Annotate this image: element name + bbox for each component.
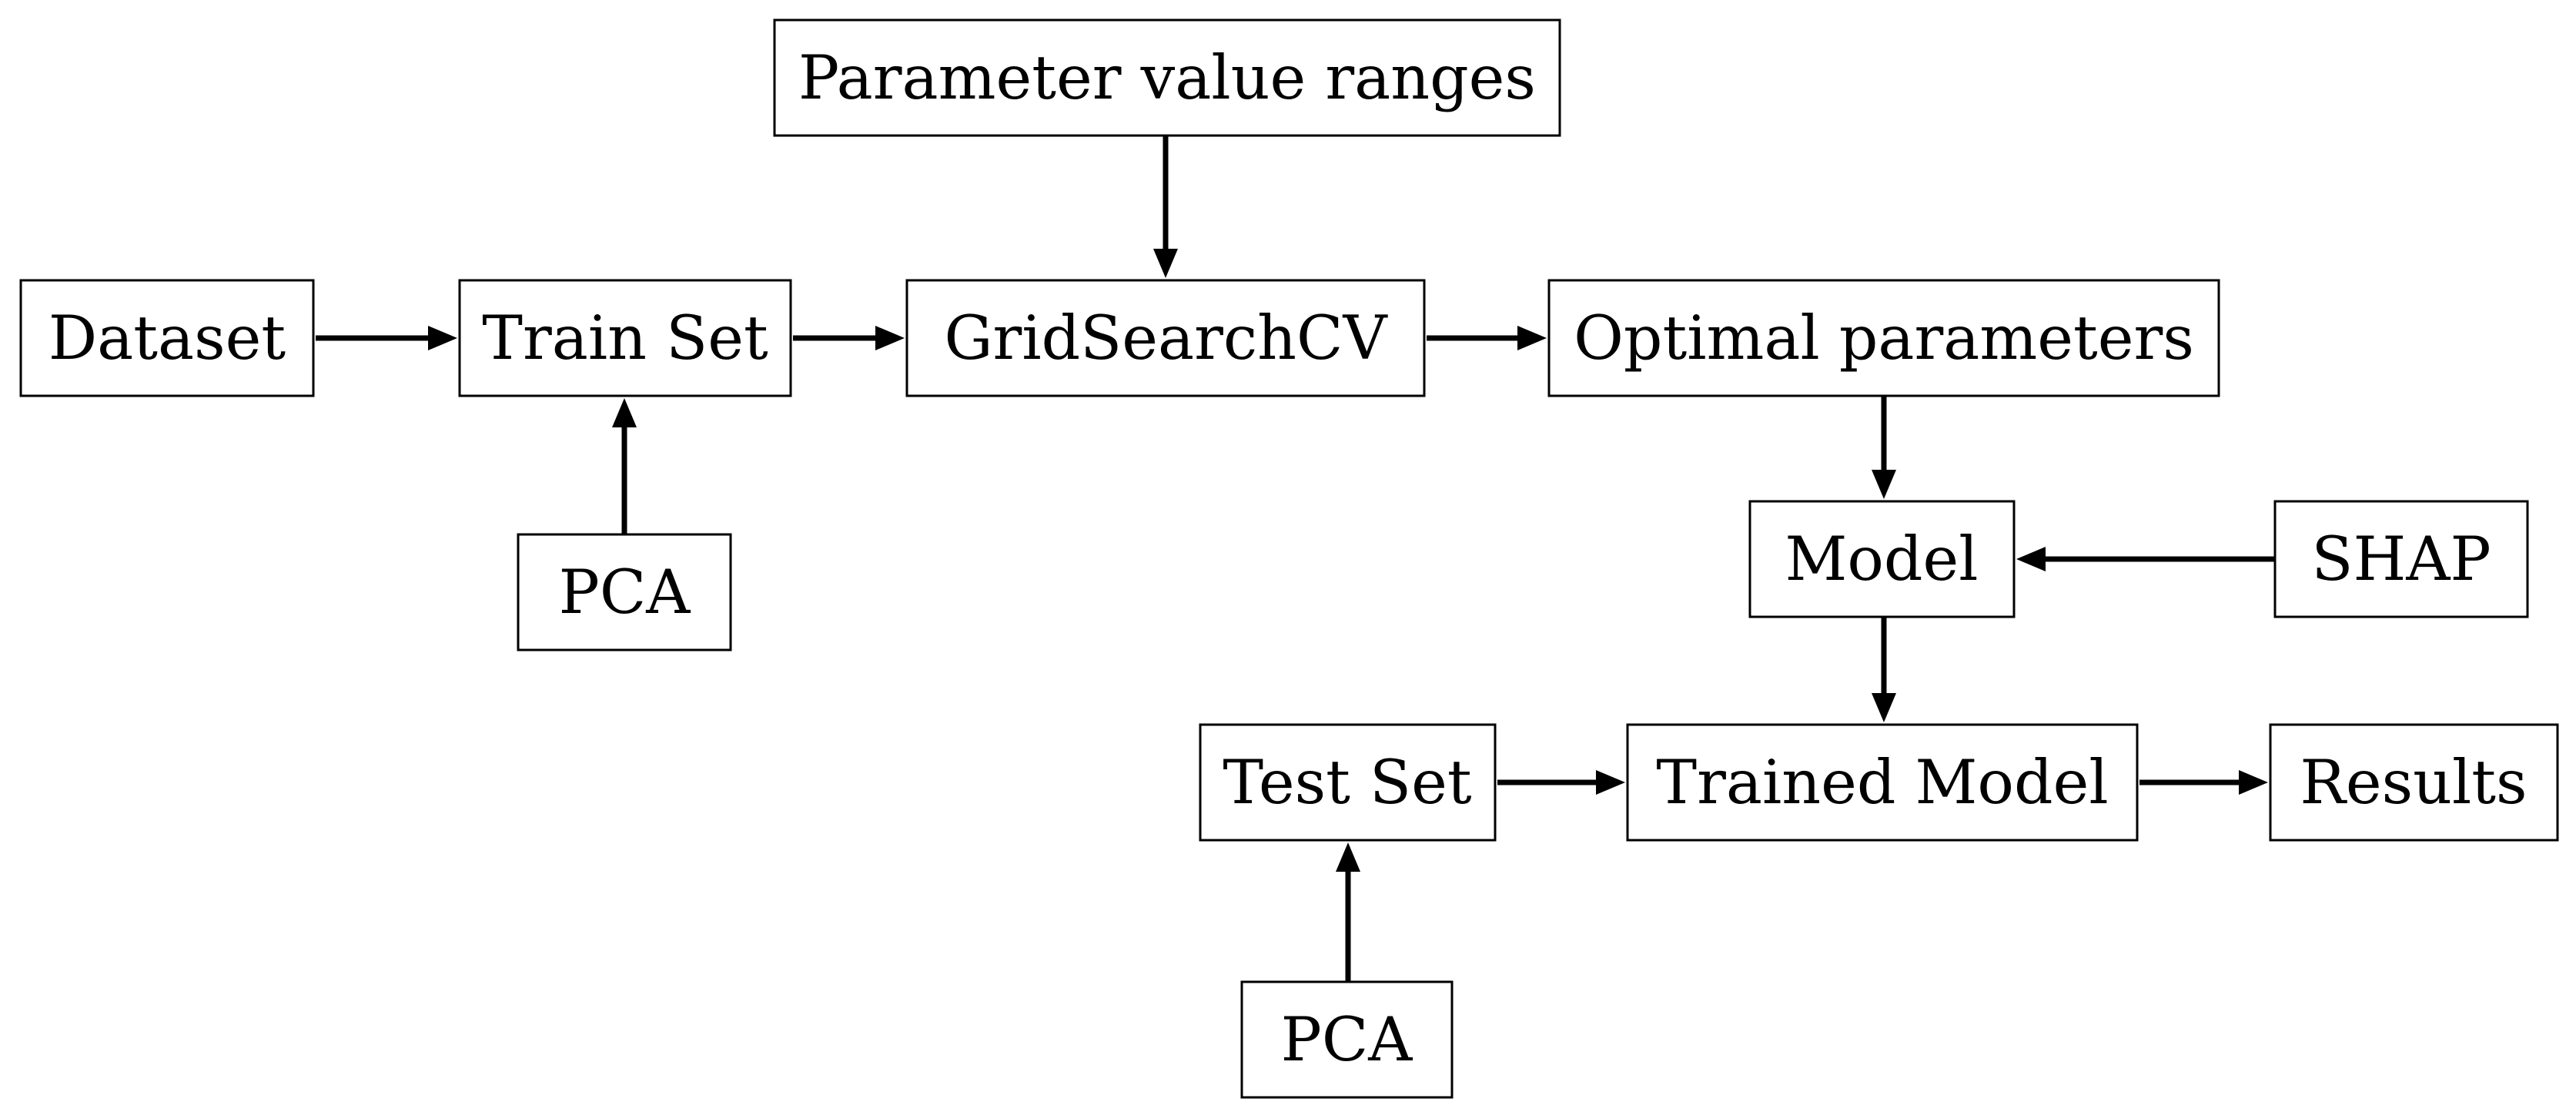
node-label: PCA — [559, 557, 691, 628]
node-parameter-value-ranges: Parameter value ranges — [773, 18, 1561, 137]
node-label: Train Set — [482, 303, 768, 373]
arrow-model-to-trained-model — [1872, 617, 1896, 722]
node-label: Dataset — [49, 303, 286, 373]
node-label: Parameter value ranges — [798, 42, 1536, 113]
arrow-test-set-to-trained-model — [1497, 770, 1625, 795]
node-label: Test Set — [1223, 747, 1472, 818]
arrow-train-set-to-gridsearchcv — [793, 326, 905, 350]
node-results: Results — [2269, 723, 2559, 842]
arrow-parameter-ranges-to-gridsearchcv — [1153, 136, 1178, 278]
node-test-set: Test Set — [1199, 723, 1497, 842]
node-label: Model — [1785, 524, 1978, 595]
node-model: Model — [1748, 500, 2016, 618]
node-label: Trained Model — [1656, 747, 2108, 818]
node-shap: SHAP — [2273, 500, 2529, 618]
node-label: Optimal parameters — [1574, 303, 2194, 373]
arrow-gridsearchcv-to-optimal-parameters — [1427, 326, 1547, 350]
arrow-trained-model-to-results — [2139, 770, 2268, 795]
node-dataset: Dataset — [19, 279, 315, 397]
node-label: PCA — [1281, 1004, 1413, 1075]
node-label: Results — [2300, 747, 2527, 818]
node-trained-model: Trained Model — [1626, 723, 2139, 842]
arrow-pca-to-test-set — [1336, 842, 1360, 982]
node-optimal-parameters: Optimal parameters — [1547, 279, 2220, 397]
arrow-shap-to-model — [2016, 547, 2275, 571]
node-pca-train: PCA — [517, 533, 732, 651]
node-gridsearchcv: GridSearchCV — [905, 279, 1426, 397]
arrow-optimal-parameters-to-model — [1872, 396, 1896, 499]
node-train-set: Train Set — [458, 279, 792, 397]
arrow-dataset-to-train-set — [316, 326, 457, 350]
node-label: SHAP — [2311, 524, 2491, 595]
arrow-pca-to-train-set — [612, 398, 637, 534]
node-label: GridSearchCV — [944, 303, 1388, 373]
node-pca-test: PCA — [1240, 980, 1454, 1099]
